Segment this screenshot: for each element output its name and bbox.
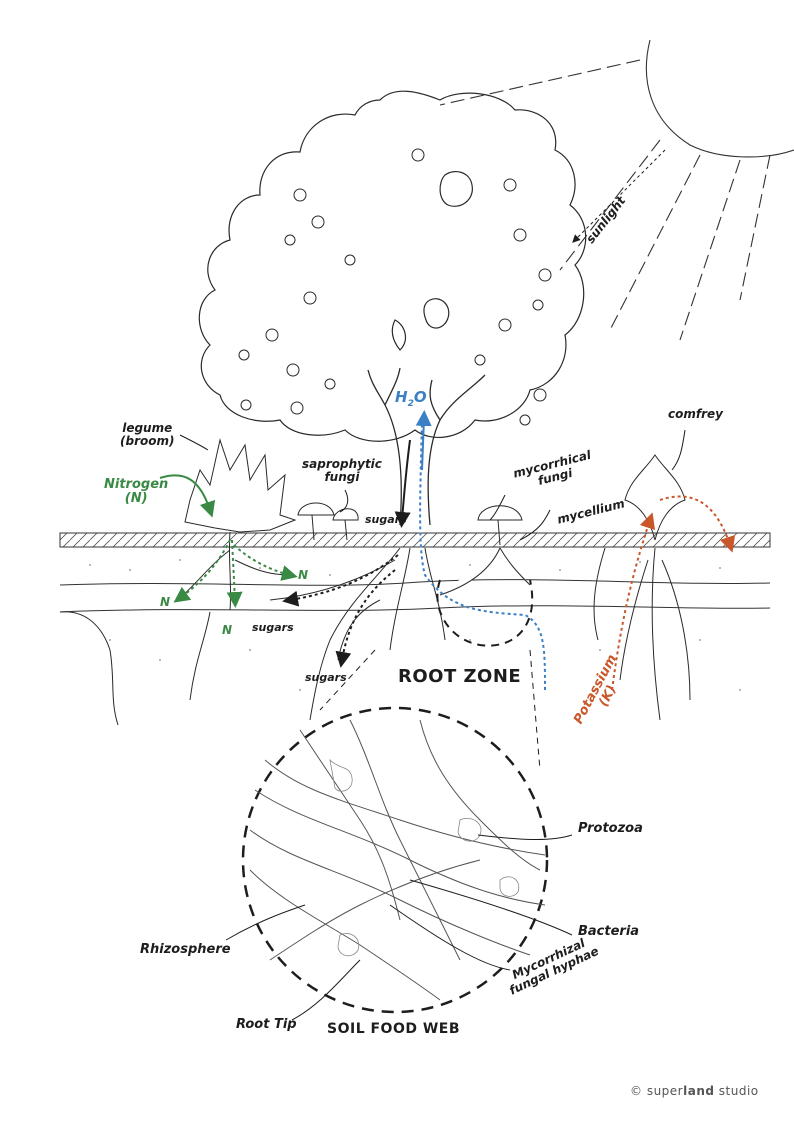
sugars-label-bottom: sugars [305,671,347,684]
credit-brand-bold: land [683,1084,715,1098]
sugar-arrows [282,439,411,668]
soil-food-web-title: SOIL FOOD WEB [327,1021,461,1037]
credit-brand-rest: studio [718,1084,759,1098]
soil-dots [89,559,741,691]
root-zone-title: ROOT ZONE [398,666,522,687]
tree-roots [59,547,446,726]
saprophytic-fungi-label: saprophytic fungi [302,457,382,484]
copyright-symbol: © [630,1084,643,1098]
rhizosphere-label: Rhizosphere [140,942,231,957]
protozoa-label: Protozoa [578,821,643,836]
nitrogen-n-right: N [298,568,309,582]
apples [238,148,552,426]
credit-brand-light: super [646,1084,684,1098]
sugars-label-top: sugars [365,513,407,526]
mycorrhizal-mushroom [439,505,531,596]
root-zone-marker [436,579,534,647]
saprophytic-mushrooms [297,502,359,541]
tree-canopy [198,90,587,442]
root-tip-label: Root Tip [236,1017,297,1032]
legume-label: legume (broom) [120,421,175,448]
credit-footer: © superland studio [630,1084,759,1098]
comfrey-label: comfrey [668,407,723,421]
nitrogen-arrows [159,474,298,608]
water-arrows [415,410,546,691]
sun [439,39,794,341]
sugars-label-middle: sugars [252,621,294,634]
bacteria-label: Bacteria [578,924,640,939]
comfrey-plant [593,454,691,721]
leader-lines [179,429,686,1021]
soil-food-web-circle [241,706,549,1014]
tree-trunk [367,367,486,526]
nitrogen-label: Nitrogen (N) [104,477,169,506]
h2o-label: H2O [395,388,427,409]
potassium-arrows [611,495,736,691]
nitrogen-n-left: N [160,595,171,609]
nitrogen-n-bottom: N [222,623,233,637]
